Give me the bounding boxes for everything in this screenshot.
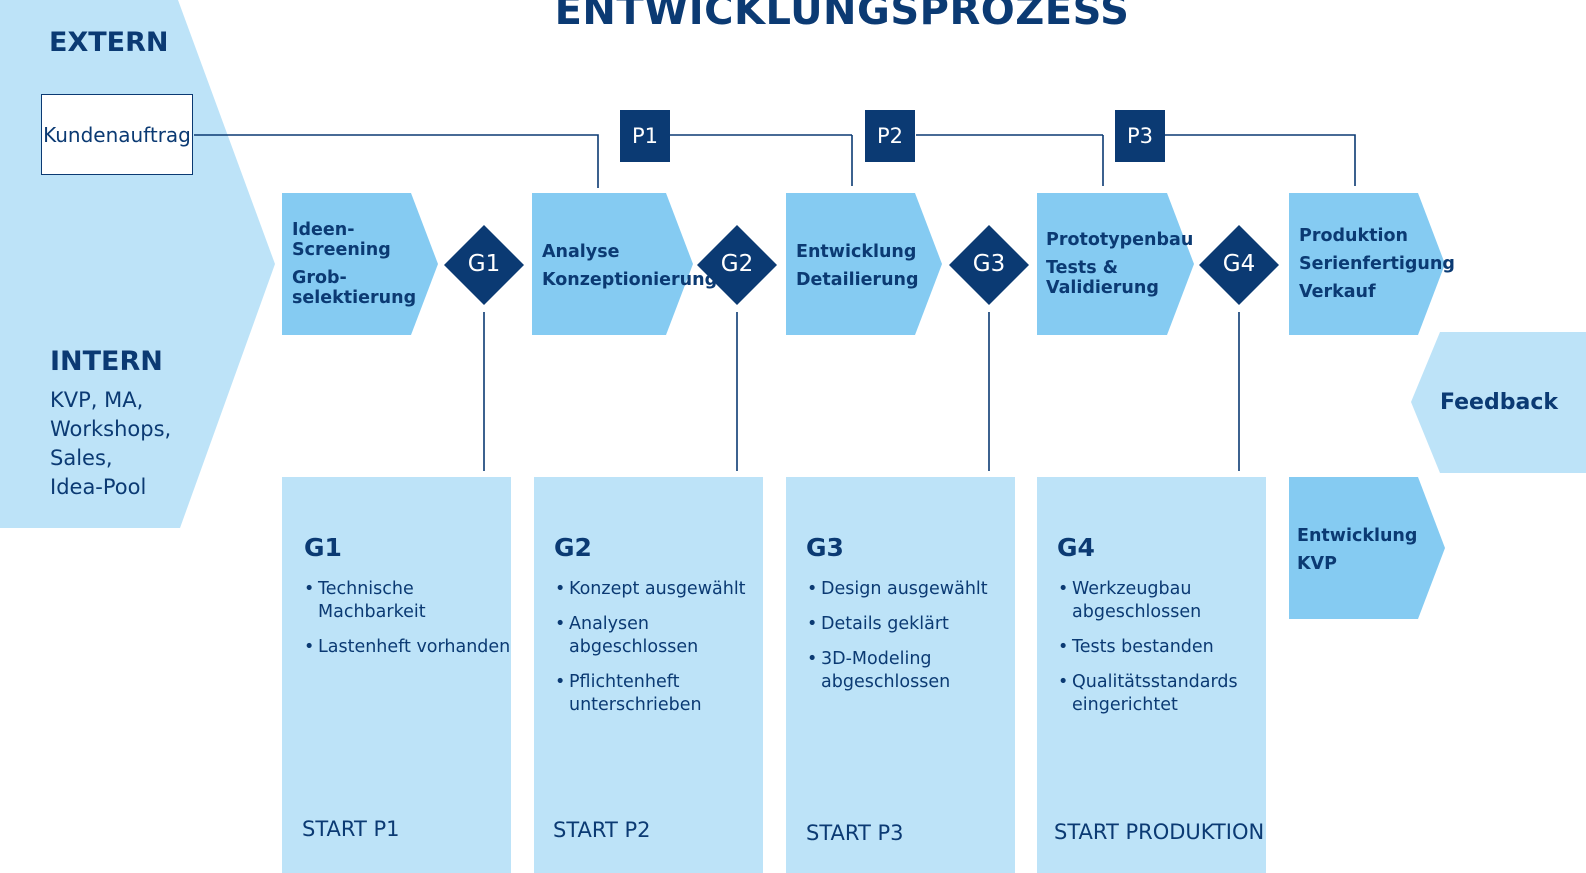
gate-card-heading-2: G2: [554, 533, 592, 562]
stage-line: Entwicklung: [796, 242, 917, 262]
gate-card-list-2: Konzept ausgewählt Analysen abgeschlosse…: [555, 578, 770, 729]
phase-box-p2: P2: [865, 110, 915, 162]
gate-diamond-4: [1199, 225, 1279, 305]
stage-label-2: Analyse Konzeptionierung: [542, 242, 717, 298]
stage-label-3: Entwicklung Detailierung: [796, 242, 919, 298]
list-item: Technische Machbarkeit: [304, 578, 519, 624]
list-item: Werkzeugbau abgeschlossen: [1058, 578, 1273, 624]
gate-card-bg-1: [282, 477, 511, 873]
gate-card-footer-3: START P3: [806, 821, 904, 845]
stage-line: Prototypenbau: [1046, 230, 1194, 250]
gate-card-footer-2: START P2: [553, 818, 651, 842]
stage-chevron-3: [786, 193, 942, 335]
connector-lines: [194, 134, 1356, 471]
stage-line: Produktion: [1299, 226, 1408, 246]
stage-chevron-1: [282, 193, 438, 335]
list-item: Details geklärt: [807, 613, 1022, 636]
gate-card-footer-4: START PRODUKTION: [1054, 820, 1265, 844]
gate-label-g2: G2: [720, 251, 754, 277]
intern-heading: INTERN: [50, 346, 163, 377]
page-title: ENTWICKLUNGSPROZESS: [554, 0, 1130, 34]
list-item: Lastenheft vorhanden: [304, 636, 519, 659]
gate-card-list-1: Technische Machbarkeit Lastenheft vorhan…: [304, 578, 519, 671]
phase-box-p3: P3: [1115, 110, 1165, 162]
kvp-line: Entwicklung: [1297, 526, 1418, 546]
stage-chevron-5: [1289, 193, 1445, 335]
gate-card-heading-4: G4: [1057, 533, 1095, 562]
stage-line: Tests & Validierung: [1046, 258, 1159, 298]
list-item: Pflichtenheft unterschrieben: [555, 671, 770, 717]
gate-diamond-1: [444, 225, 524, 305]
gate-label-g3: G3: [972, 251, 1006, 277]
gate-card-list-3: Design ausgewählt Details geklärt 3D-Mod…: [807, 578, 1022, 706]
stage-line: Konzeptionierung: [542, 270, 718, 290]
gate-card-heading-1: G1: [304, 533, 342, 562]
kundenauftrag-box: Kundenauftrag: [41, 94, 193, 175]
extern-heading: EXTERN: [49, 27, 169, 58]
stage-line: Ideen- Screening: [292, 220, 391, 260]
feedback-arrow: [1411, 332, 1586, 473]
feedback-label: Feedback: [1440, 390, 1558, 415]
stage-label-4: Prototypenbau Tests & Validierung: [1046, 230, 1193, 306]
stage-line: Grob- selektierung: [292, 268, 417, 308]
gate-diamond-3: [949, 225, 1029, 305]
phase-box-p1: P1: [620, 110, 670, 162]
gate-card-list-4: Werkzeugbau abgeschlossen Tests bestande…: [1058, 578, 1273, 729]
list-item: Konzept ausgewählt: [555, 578, 770, 601]
kvp-chevron: [1289, 477, 1445, 619]
kvp-label: Entwicklung KVP: [1297, 526, 1417, 582]
gate-card-footer-1: START P1: [302, 817, 400, 841]
stage-label-1: Ideen- Screening Grob- selektierung: [292, 220, 416, 316]
stage-line: Serienfertigung: [1299, 254, 1455, 274]
stage-label-5: Produktion Serienfertigung Verkauf: [1299, 226, 1455, 310]
list-item: Qualitätsstandards eingerichtet: [1058, 671, 1273, 717]
stage-chevron-4: [1037, 193, 1194, 335]
gate-label-g4: G4: [1222, 251, 1256, 277]
stage-line: Verkauf: [1299, 282, 1376, 302]
stage-chevron-2: [532, 193, 693, 335]
list-item: Analysen abgeschlossen: [555, 613, 770, 659]
list-item: Tests bestanden: [1058, 636, 1273, 659]
stage-line: Analyse: [542, 242, 620, 262]
gate-label-g1: G1: [467, 251, 501, 277]
gate-diamond-2: [697, 225, 777, 305]
intern-text: KVP, MA, Workshops, Sales, Idea-Pool: [50, 388, 172, 499]
stage-line: Detailierung: [796, 270, 919, 290]
list-item: Design ausgewählt: [807, 578, 1022, 601]
gate-card-heading-3: G3: [806, 533, 844, 562]
list-item: 3D-Modeling abgeschlossen: [807, 648, 1022, 694]
kvp-line: KVP: [1297, 554, 1337, 574]
